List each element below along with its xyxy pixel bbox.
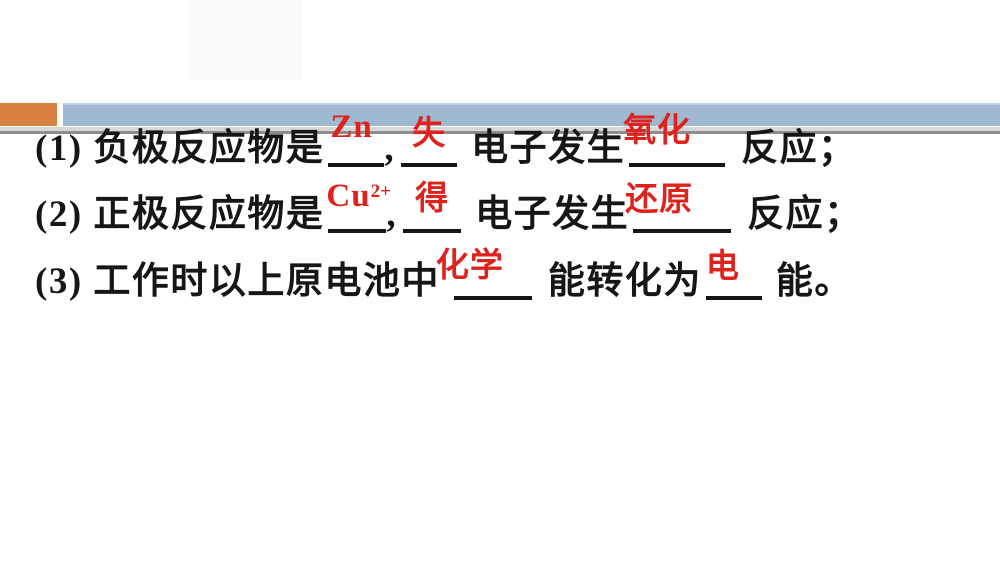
question-1-answer-2: 失 (412, 116, 447, 152)
divider-light-line (0, 127, 1000, 131)
question-2-blank-1: Cu2+ (326, 180, 391, 233)
question-1-comma: , (384, 128, 396, 169)
question-line-3: (3) 工作时以上原电池中化学 能转化为电能。 (35, 250, 853, 304)
top-faint-textbox (190, 0, 302, 80)
question-1-mid: 电子发生 (471, 128, 626, 169)
question-1-answer-3: 氧化 (623, 113, 692, 149)
question-1-suffix: 反应； (741, 128, 857, 169)
divider-dark-line (0, 131, 1000, 134)
question-2-answer-1: Cu2+ (326, 180, 391, 213)
question-2-mid: 电子发生 (475, 194, 630, 235)
question-1-answer-1: Zn (330, 109, 373, 145)
question-3-answer-2: 电 (705, 249, 740, 285)
header-orange-accent (0, 103, 57, 126)
question-3-blank-1: 化学 (436, 250, 532, 300)
question-2-blank-2: 得 (403, 183, 462, 233)
question-2-blank-3: 还原 (625, 184, 732, 233)
question-3-prefix: (3) 工作时以上原电池中 (35, 261, 440, 302)
answer-base: Cu (326, 178, 371, 214)
answer-superscript: 2+ (370, 181, 391, 202)
header-blue-bar (63, 103, 1000, 126)
question-1-prefix: (1) 负极反应物是 (35, 128, 325, 169)
question-2-suffix: 反应； (747, 194, 863, 235)
question-2-answer-3: 还原 (625, 182, 694, 218)
question-3-blank-2: 电 (705, 251, 762, 300)
question-1-blank-3: 氧化 (623, 115, 726, 167)
question-3-answer-1: 化学 (435, 248, 504, 284)
question-2-answer-2: 得 (415, 181, 450, 217)
question-2-prefix: (2) 正极反应物是 (35, 194, 325, 235)
question-1-blank-2: 失 (401, 118, 458, 167)
question-2-comma: , (386, 194, 398, 235)
question-3-mid: 能转化为 (547, 261, 702, 302)
question-3-suffix: 能。 (775, 261, 853, 302)
question-1-blank-1: Zn (328, 111, 385, 167)
